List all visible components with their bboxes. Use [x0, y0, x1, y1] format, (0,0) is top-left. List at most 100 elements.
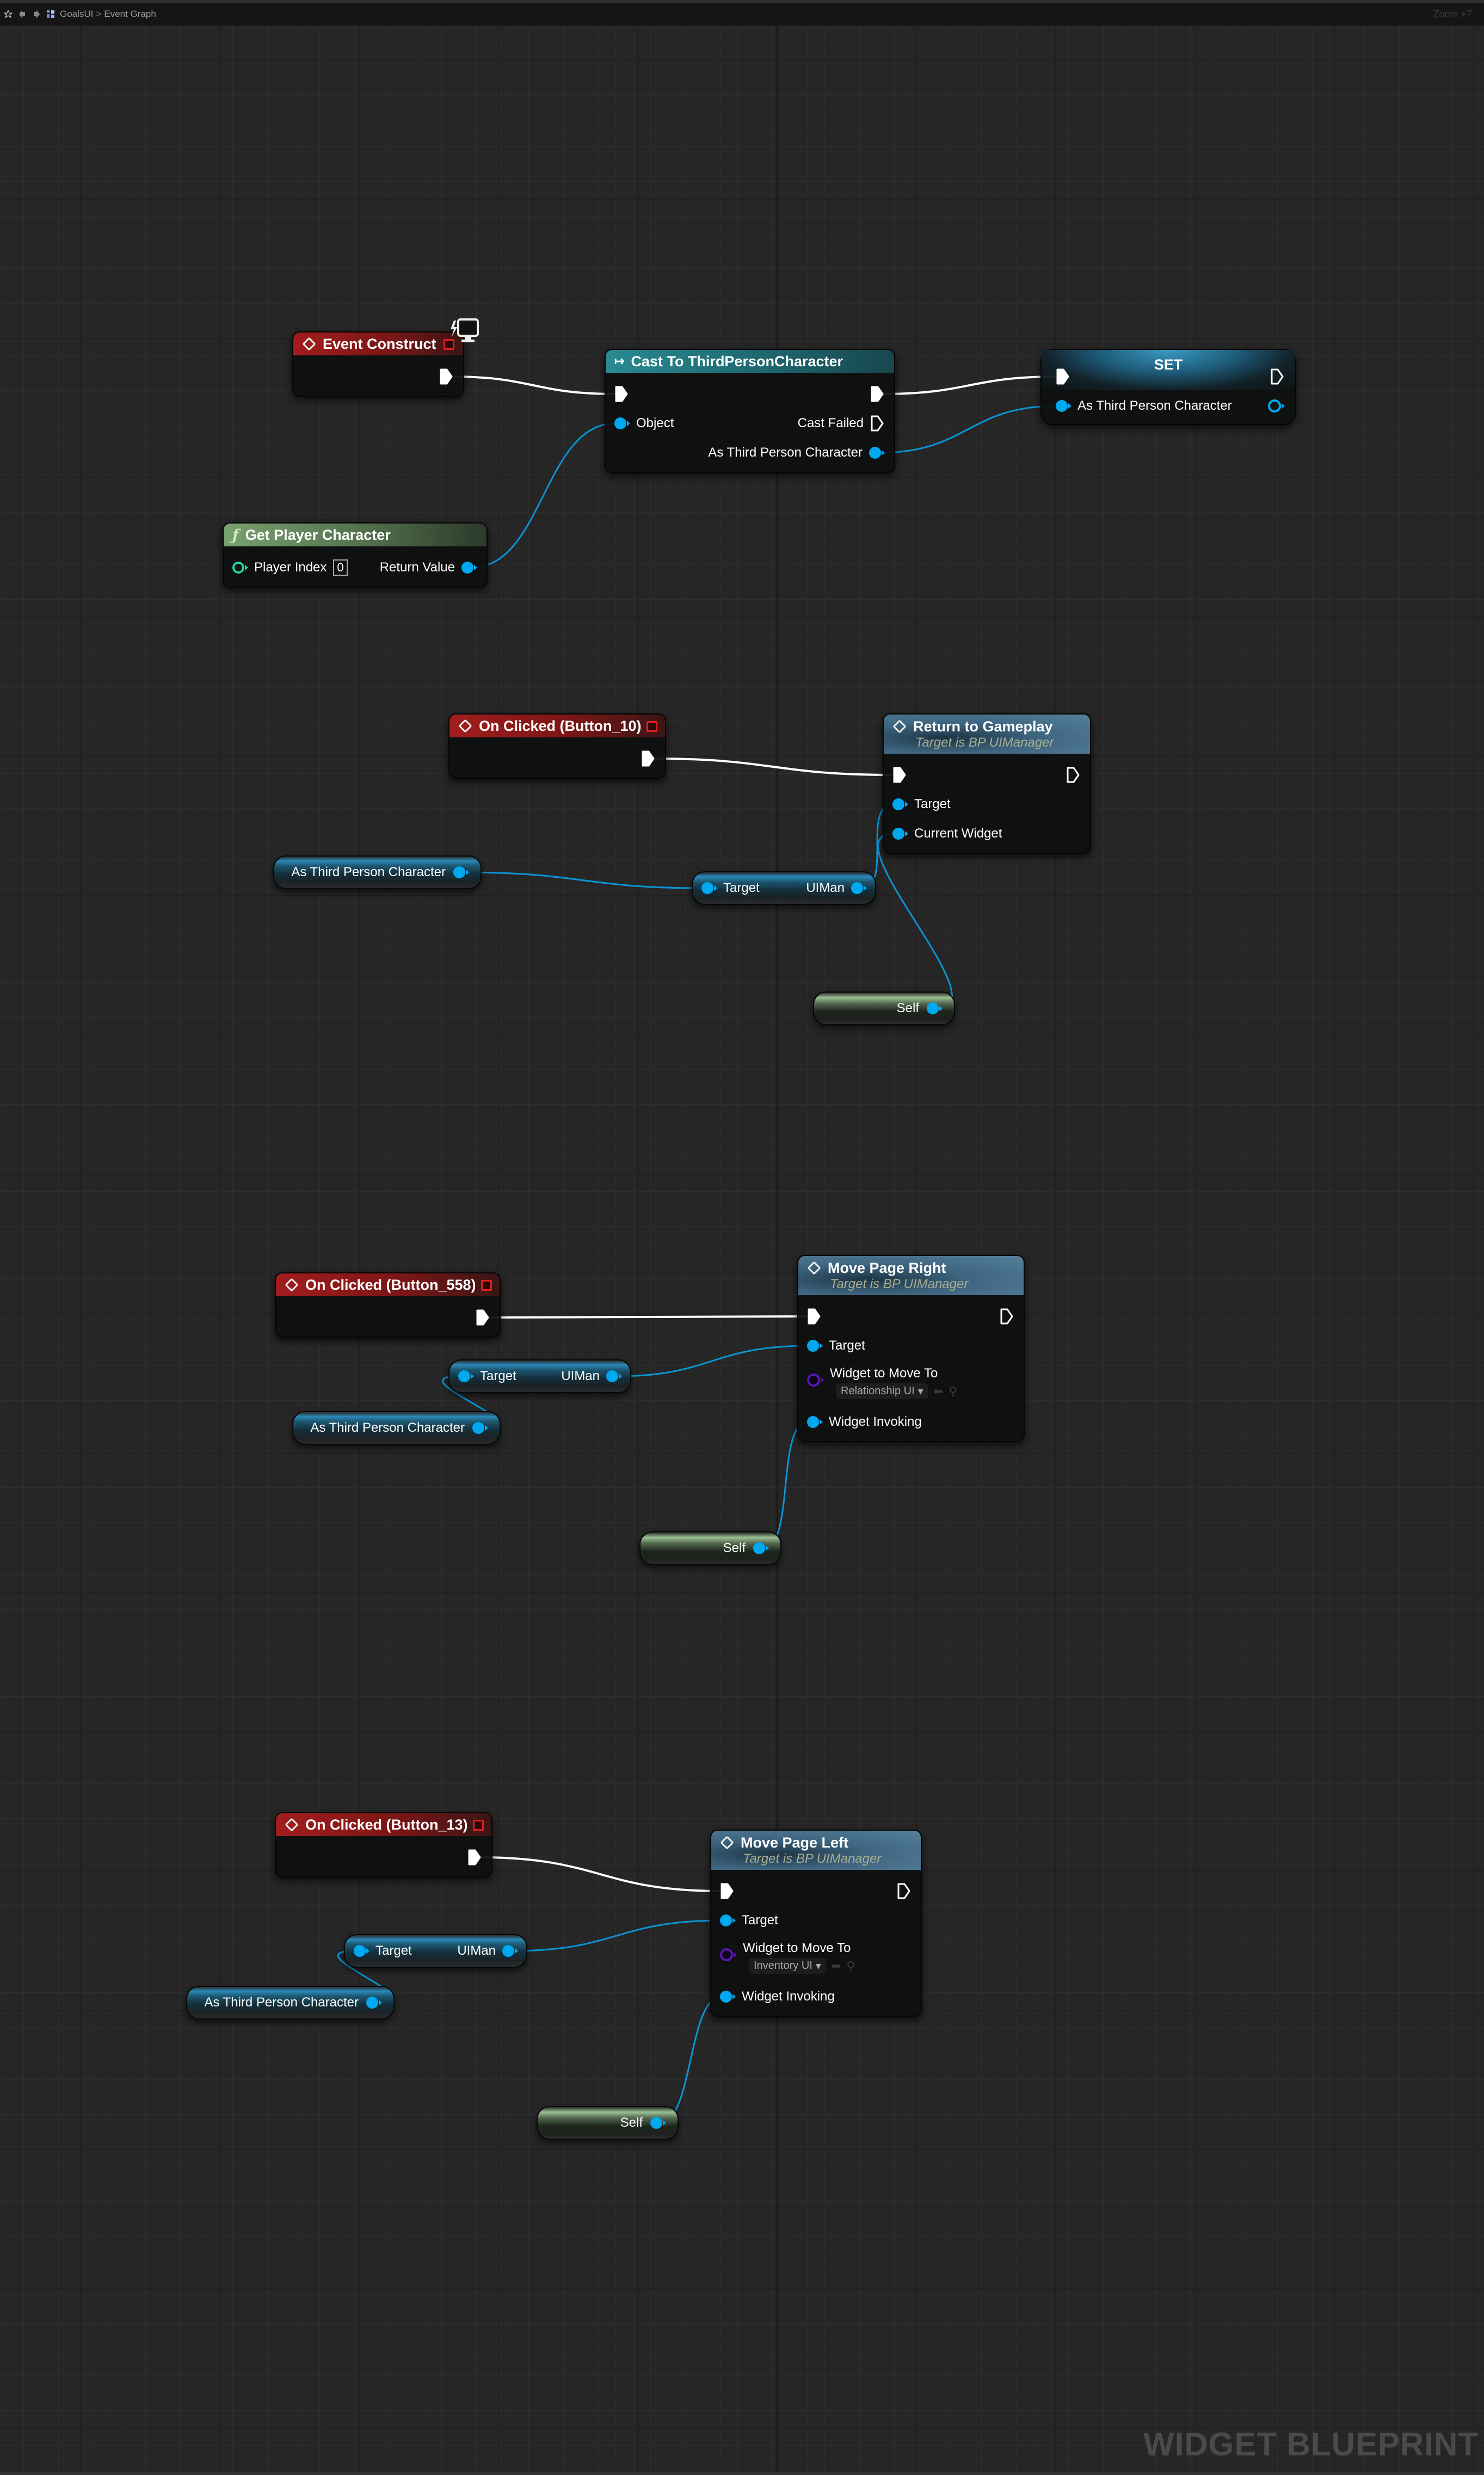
exec-in-pin[interactable]: [807, 1308, 821, 1325]
widget-invoking-pin[interactable]: [720, 1991, 736, 2003]
pin-label: As Third Person Character: [1077, 398, 1232, 413]
exec-wire[interactable]: [652, 758, 894, 776]
exec-wire[interactable]: [882, 375, 1057, 395]
use-selected-arrow-icon[interactable]: ⬅: [830, 1959, 841, 1973]
object-wire[interactable]: [878, 405, 1057, 454]
variable-output-pin[interactable]: [472, 1422, 488, 1434]
widget-invoking-pin[interactable]: [807, 1416, 823, 1428]
object-wire[interactable]: [512, 1919, 722, 1952]
self-reference-node[interactable]: Self: [639, 1531, 781, 1565]
return-to-gameplay-node[interactable]: Return to Gameplay Target is BP UIManage…: [883, 713, 1091, 854]
player-index-pin[interactable]: [232, 562, 248, 574]
as-third-person-character-input-pin[interactable]: [1056, 400, 1072, 412]
use-selected-arrow-icon[interactable]: ⬅: [933, 1384, 944, 1398]
blueprint-graph-icon: [45, 6, 57, 22]
delegate-pin[interactable]: [444, 339, 454, 350]
exec-in-pin[interactable]: [720, 1882, 734, 1900]
return-value-pin[interactable]: [461, 562, 477, 574]
self-output-pin[interactable]: [753, 1542, 769, 1554]
self-output-pin[interactable]: [927, 1002, 943, 1014]
chevron-down-icon: ▾: [815, 1960, 821, 1972]
dropdown-value: Inventory UI: [754, 1960, 812, 1972]
uiman-output-pin[interactable]: [502, 1945, 518, 1957]
exec-out-pin[interactable]: [439, 368, 453, 385]
event-construct-node[interactable]: Event Construct: [292, 331, 464, 397]
exec-out-pin[interactable]: [476, 1309, 490, 1326]
node-title: On Clicked (Button_10): [479, 717, 642, 734]
as-third-person-character-variable-node[interactable]: As Third Person Character: [273, 855, 482, 889]
move-page-left-node[interactable]: Move Page Left Target is BP UIManager Ta…: [710, 1830, 922, 2017]
exec-wire[interactable]: [487, 1315, 809, 1319]
get-uiman-node[interactable]: Target UIMan: [692, 871, 876, 905]
back-arrow-icon[interactable]: [16, 6, 28, 22]
delegate-pin[interactable]: [646, 721, 657, 732]
pin-label: Widget Invoking: [829, 1414, 922, 1429]
variable-output-pin[interactable]: [366, 1997, 382, 2009]
cast-to-third-person-character-node[interactable]: ↦Cast To ThirdPersonCharacter Object Cas…: [605, 349, 895, 473]
breadcrumb-root[interactable]: GoalsUI: [60, 9, 94, 19]
widget-class-dropdown[interactable]: Relationship UI▾: [836, 1383, 928, 1399]
exec-wire[interactable]: [479, 1856, 722, 1892]
as-third-person-character-pin[interactable]: [869, 447, 885, 459]
as-third-person-character-output-pin[interactable]: [1268, 399, 1285, 412]
exec-out-pin[interactable]: [641, 750, 655, 767]
delegate-pin[interactable]: [473, 1820, 484, 1831]
variable-output-pin[interactable]: [453, 866, 469, 878]
browse-search-icon[interactable]: ⚲: [846, 1959, 855, 1973]
current-widget-pin[interactable]: [892, 828, 908, 840]
object-pin[interactable]: [614, 417, 630, 429]
forward-arrow-icon[interactable]: [30, 6, 42, 22]
target-pin[interactable]: [807, 1340, 823, 1352]
set-variable-node[interactable]: SET As Third Person Character: [1040, 349, 1296, 425]
delegate-pin[interactable]: [481, 1280, 492, 1291]
object-wire[interactable]: [471, 422, 616, 569]
object-wire[interactable]: [463, 871, 703, 889]
on-clicked-button-558-node[interactable]: On Clicked (Button_558): [275, 1272, 501, 1338]
node-header: On Clicked (Button_13): [276, 1813, 491, 1836]
target-pin[interactable]: [458, 1370, 474, 1382]
on-clicked-button-13-node[interactable]: On Clicked (Button_13): [275, 1812, 492, 1877]
move-page-right-node[interactable]: Move Page Right Target is BP UIManager T…: [797, 1255, 1025, 1442]
widget-to-move-to-pin[interactable]: [807, 1373, 824, 1387]
node-title: On Clicked (Button_558): [305, 1276, 476, 1293]
browse-search-icon[interactable]: ⚲: [949, 1384, 958, 1398]
target-pin[interactable]: [720, 1914, 736, 1926]
exec-in-pin[interactable]: [892, 766, 907, 784]
exec-out-pin[interactable]: [467, 1849, 482, 1866]
target-pin[interactable]: [892, 798, 908, 810]
get-uiman-node[interactable]: Target UIMan: [448, 1359, 631, 1393]
star-icon[interactable]: [2, 6, 14, 22]
exec-out-pin[interactable]: [1270, 368, 1284, 385]
exec-out-pin[interactable]: [1066, 766, 1080, 784]
uiman-output-pin[interactable]: [606, 1370, 622, 1382]
exec-in-pin[interactable]: [614, 385, 629, 403]
get-uiman-node[interactable]: Target UIMan: [344, 1934, 527, 1968]
event-icon: [285, 1818, 299, 1832]
graph-toolbar: GoalsUI > Event Graph Zoom +7: [0, 0, 1484, 26]
exec-wire[interactable]: [451, 375, 616, 395]
widget-to-move-to-pin[interactable]: [720, 1948, 737, 1961]
target-pin[interactable]: [354, 1945, 370, 1957]
self-output-pin[interactable]: [650, 2117, 666, 2129]
on-clicked-button-10-node[interactable]: On Clicked (Button_10): [448, 713, 666, 779]
cast-failed-exec-pin[interactable]: [870, 415, 884, 432]
widget-class-dropdown[interactable]: Inventory UI▾: [749, 1958, 826, 1974]
as-third-person-character-variable-node[interactable]: As Third Person Character: [186, 1986, 395, 2020]
target-pin[interactable]: [701, 882, 717, 894]
exec-in-pin[interactable]: [1056, 368, 1070, 385]
self-reference-node[interactable]: Self: [813, 992, 955, 1025]
uiman-output-pin[interactable]: [851, 882, 867, 894]
self-label: Self: [896, 1001, 919, 1015]
node-header: ↦Cast To ThirdPersonCharacter: [606, 350, 894, 373]
self-reference-node[interactable]: Self: [537, 2106, 679, 2140]
player-index-input[interactable]: 0: [333, 559, 348, 576]
exec-out-pin[interactable]: [897, 1882, 911, 1900]
as-third-person-character-variable-node[interactable]: As Third Person Character: [292, 1411, 501, 1445]
event-icon: [458, 719, 472, 733]
object-wire[interactable]: [615, 1345, 809, 1377]
exec-out-pin[interactable]: [1000, 1308, 1014, 1325]
object-wire[interactable]: [877, 833, 953, 1009]
exec-out-pin[interactable]: [870, 385, 884, 403]
